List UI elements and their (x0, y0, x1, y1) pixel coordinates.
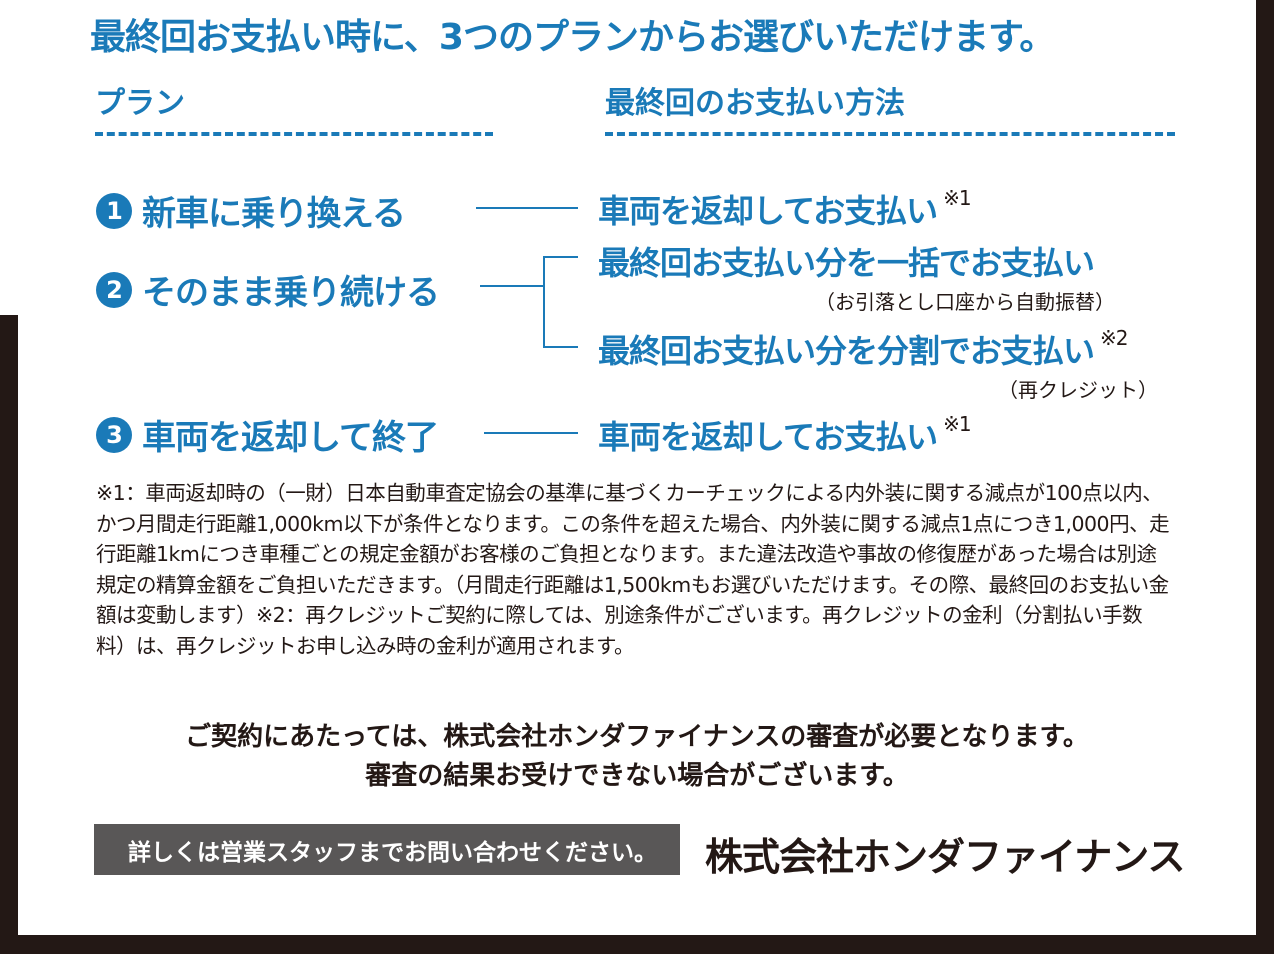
plan-header-divider (95, 132, 493, 136)
footnotes: ※1：車両返却時の（一財）日本自動車査定協会の基準に基づくカーチェックによる内外… (96, 481, 1170, 658)
method-2-sub: （お引落とし口座から自動振替） (815, 290, 1115, 314)
plan-header: プラン (95, 86, 185, 121)
method-1-note: ※1 (943, 186, 972, 210)
method-1-label: 車両を返却してお支払い (598, 192, 938, 230)
connector-2-top (543, 256, 578, 258)
frame-right (1256, 0, 1274, 954)
plan-3-label: 車両を返却して終了 (142, 418, 439, 458)
company-name: 株式会社ホンダファイナンス (705, 835, 1185, 879)
method-header: 最終回のお支払い方法 (605, 86, 905, 121)
method-2: 最終回お支払い分を一括でお支払い (598, 238, 1095, 284)
screening-notice-line-2: 審査の結果お受けできない場合がございます。 (365, 761, 909, 791)
method-header-divider (605, 132, 1175, 136)
number-2-icon: 2 (96, 271, 132, 308)
number-1-icon: 1 (96, 192, 132, 229)
connector-1 (476, 207, 578, 209)
method-4-note: ※1 (943, 412, 972, 436)
plan-3: 3 車両を返却して終了 (96, 410, 439, 459)
page-title: 最終回お支払い時に、3つのプランからお選びいただけます。 (90, 17, 1055, 58)
method-2-label: 最終回お支払い分を一括でお支払い (598, 244, 1095, 282)
connector-2-branch (543, 256, 545, 348)
method-3-sub: （再クレジット） (998, 378, 1158, 402)
frame-bottom (0, 935, 1274, 954)
plan-2: 2 そのまま乗り続ける (96, 265, 440, 314)
screening-notice-line-1: ご契約にあたっては、株式会社ホンダファイナンスの審査が必要となります。 (185, 722, 1089, 752)
number-3-icon: 3 (96, 416, 132, 453)
connector-2-bottom (543, 346, 578, 348)
connector-2 (480, 285, 544, 287)
method-4: 車両を返却してお支払い※1 (598, 412, 972, 458)
frame-left (0, 315, 18, 954)
plan-1-label: 新車に乗り換える (142, 194, 406, 234)
method-3-label: 最終回お支払い分を分割でお支払い (598, 332, 1095, 370)
method-3-note: ※2 (1100, 326, 1129, 350)
plan-1: 1 新車に乗り換える (96, 186, 406, 235)
contact-banner: 詳しくは営業スタッフまでお問い合わせください。 (94, 824, 680, 875)
method-4-label: 車両を返却してお支払い (598, 418, 938, 456)
method-3: 最終回お支払い分を分割でお支払い※2 (598, 326, 1129, 372)
connector-3 (484, 432, 578, 434)
plan-2-label: そのまま乗り続ける (142, 273, 440, 313)
method-1: 車両を返却してお支払い※1 (598, 186, 972, 232)
screening-notice: ご契約にあたっては、株式会社ホンダファイナンスの審査が必要となります。 審査の結… (0, 718, 1274, 796)
